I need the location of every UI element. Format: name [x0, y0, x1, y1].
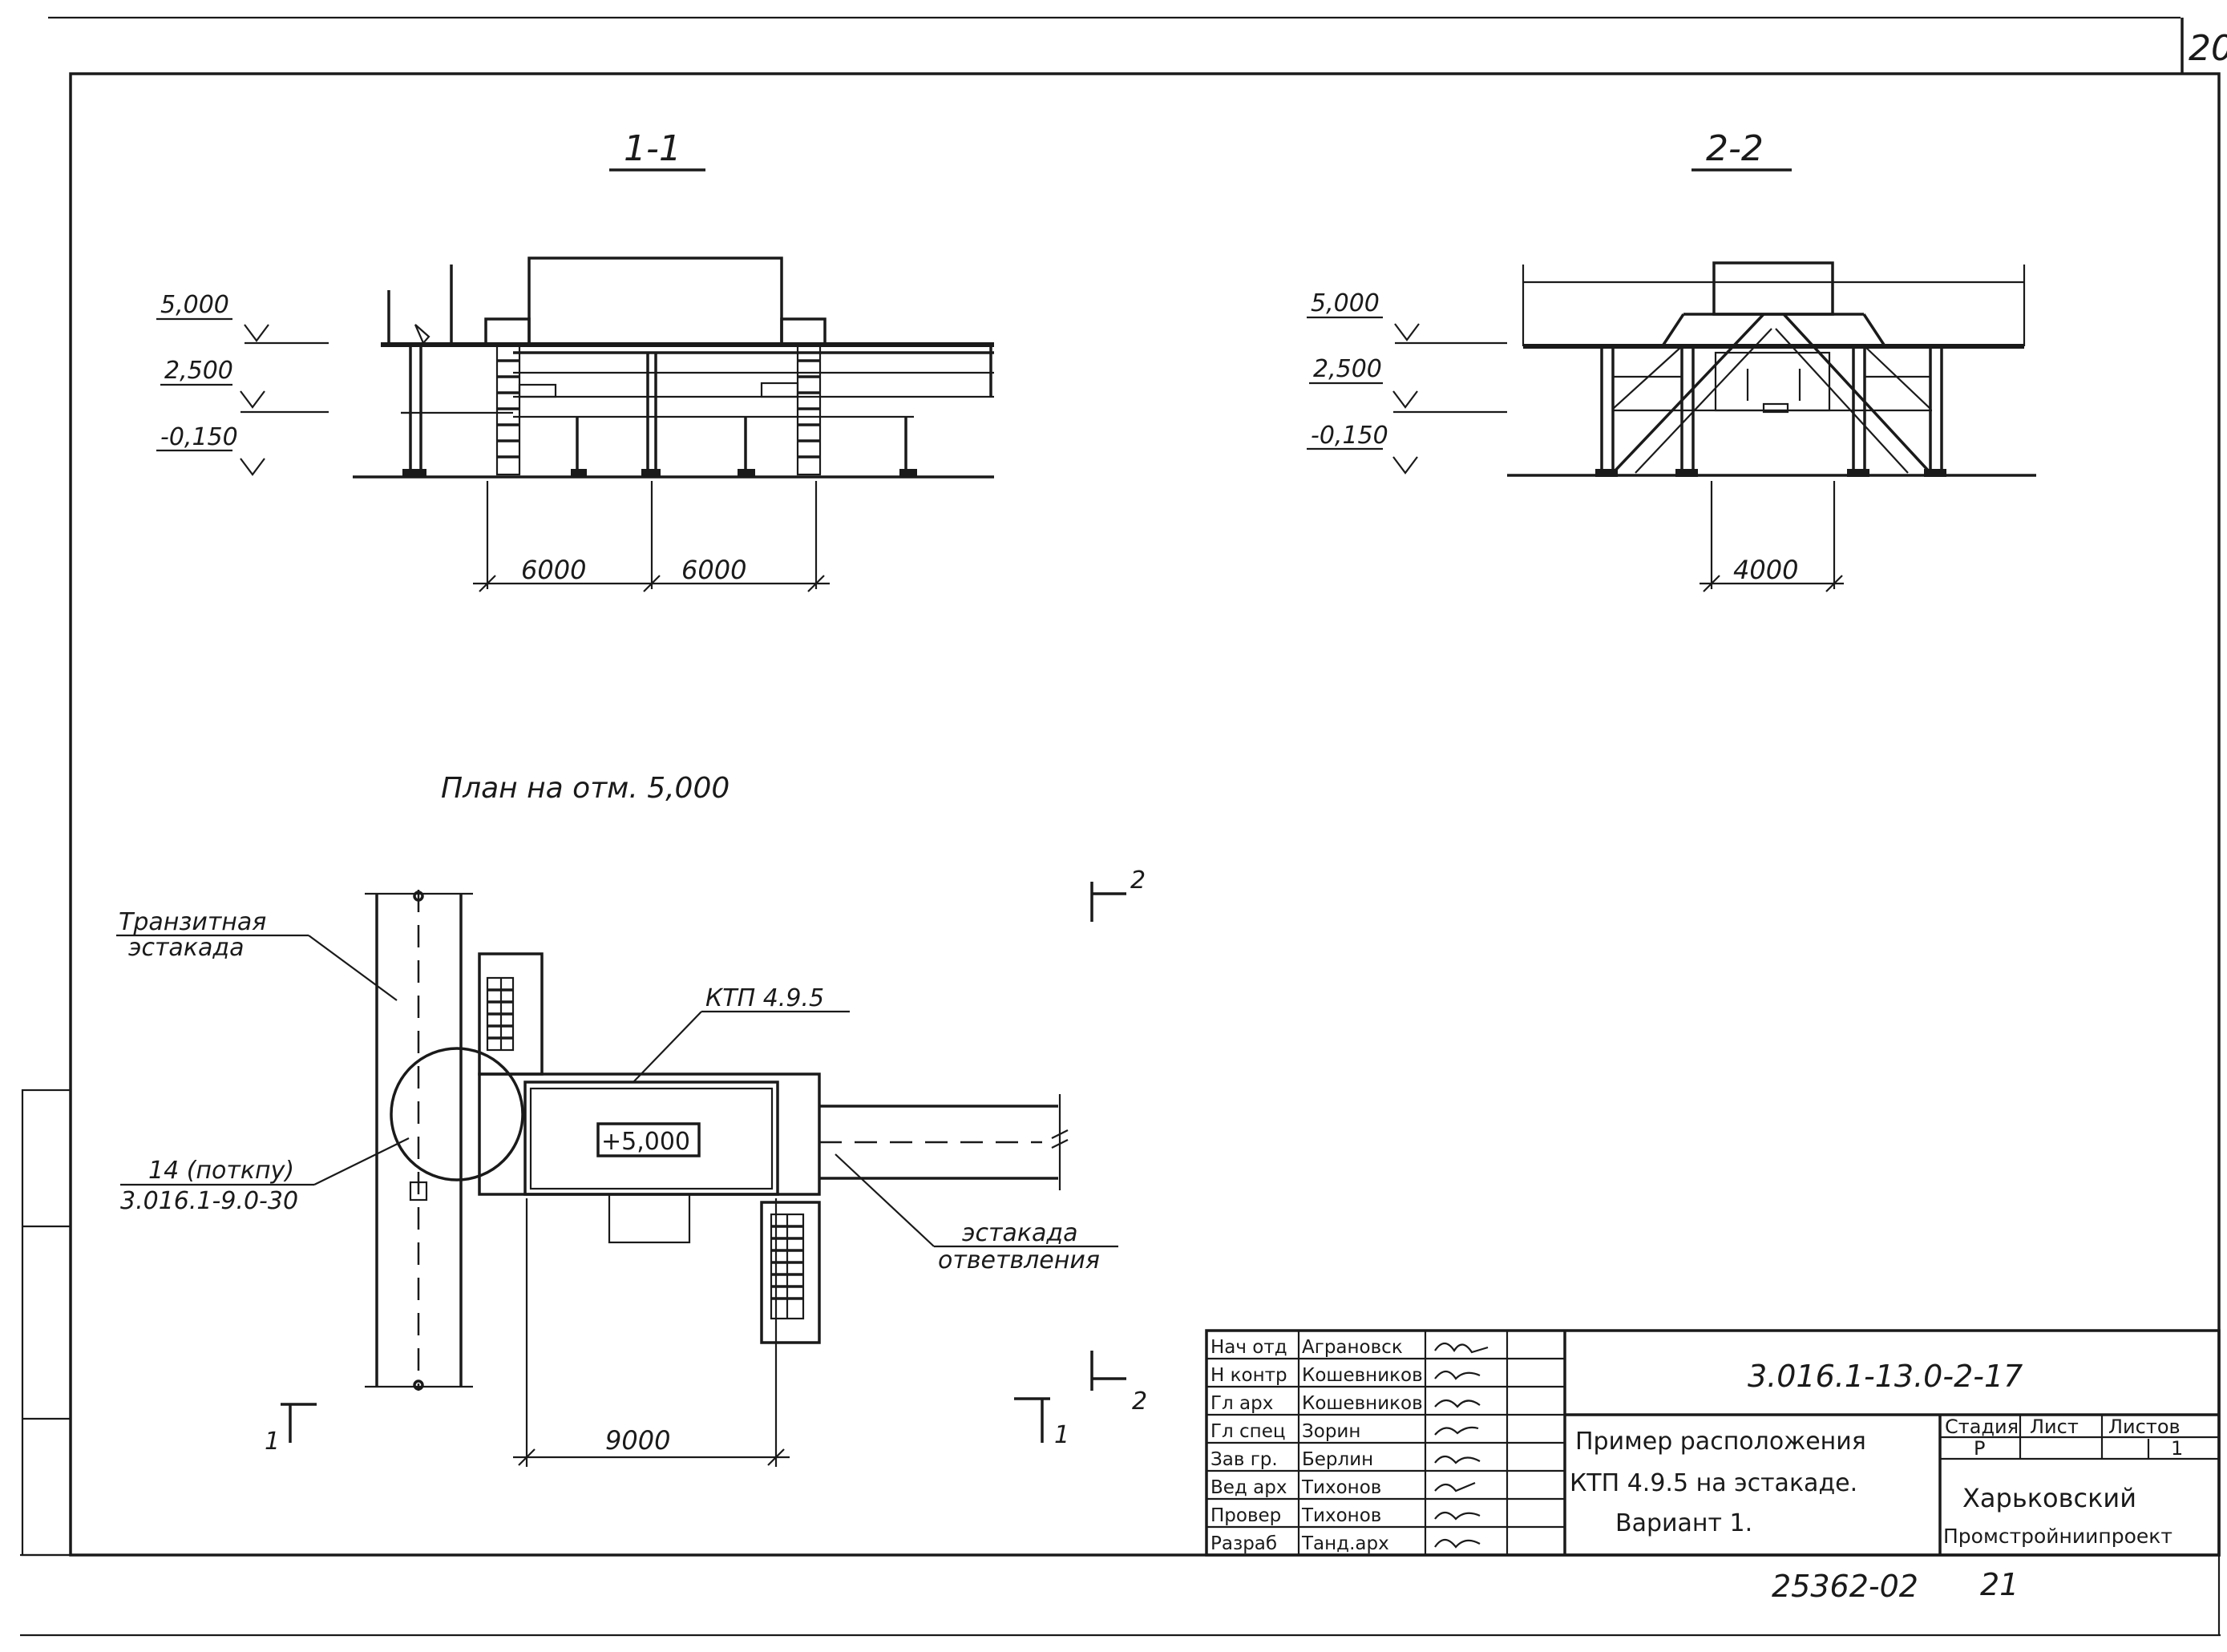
cut-label: 2: [1130, 866, 1146, 895]
cut-label: 1: [265, 1428, 280, 1456]
section-2-2: 2-2 5,000 2,500 -0,150: [1307, 128, 2036, 592]
stamp-name-1: Кошевников: [1302, 1365, 1423, 1386]
label-branch-overpass-1: эстакада: [962, 1219, 1077, 1247]
section-2-2-level-2500: 2,500: [1309, 355, 1507, 414]
organization-2: Промстройниипроект: [1943, 1525, 2172, 1548]
stamp-name-6: Тихонов: [1301, 1505, 1381, 1526]
page-number: 21: [1980, 1567, 2019, 1602]
section-1-1-dim-right: 6000: [681, 555, 746, 585]
cut-mark-1-left: 1: [265, 1403, 317, 1456]
cut-label: 2: [1132, 1387, 1147, 1416]
level-label: -0,150: [160, 423, 238, 451]
cut-mark-2-bottom: 2: [1090, 1351, 1147, 1416]
archive-number: 25362-02: [1772, 1569, 1918, 1604]
plan-dim-9000: 9000: [605, 1425, 670, 1456]
section-1-1: 1-1 5,000 2,500 -0,150: [156, 128, 994, 592]
stamp-val-sheets: 1: [2171, 1437, 2183, 1460]
stamp-role-4: Зав гр.: [1211, 1449, 1278, 1470]
plan-view: План на отм. 5,000 +5,000: [116, 772, 1147, 1467]
section-2-2-level-5000: 5,000: [1307, 289, 1507, 345]
plan-caption: План на отм. 5,000: [441, 772, 730, 805]
drawing-desc-1: Пример расположения: [1575, 1428, 1866, 1456]
section-1-1-level-2500: 2,500: [160, 357, 329, 414]
stamp-role-7: Разраб: [1211, 1533, 1277, 1554]
stamp-name-4: Берлин: [1302, 1449, 1373, 1470]
label-branch-overpass-2: ответвления: [938, 1246, 1100, 1274]
level-label: 2,500: [1313, 355, 1382, 383]
label-transit-overpass-2: эстакада: [128, 934, 244, 962]
level-label: -0,150: [1311, 422, 1388, 450]
section-2-2-dim: 4000: [1733, 555, 1798, 585]
level-label: 5,000: [160, 291, 229, 319]
cut-label: 1: [1054, 1421, 1069, 1449]
drawing-desc-2: КТП 4.9.5 на эстакаде.: [1570, 1469, 1857, 1497]
stamp-col-sheets: Листов: [2108, 1416, 2181, 1438]
organization-1: Харьковский: [1962, 1483, 2136, 1513]
stamp-role-5: Вед арх: [1211, 1477, 1287, 1498]
stamp-col-stage: Стадия: [1945, 1416, 2019, 1438]
stamp-role-0: Нач отд: [1211, 1337, 1287, 1358]
stamp-name-3: Зорин: [1302, 1421, 1360, 1442]
label-transit-overpass-1: Транзитная: [119, 908, 266, 936]
stamp-role-2: Гл арх: [1211, 1393, 1273, 1414]
stamp-role-6: Провер: [1211, 1505, 1281, 1526]
level-label: 2,500: [164, 357, 233, 385]
label-ktp: КТП 4.9.5: [705, 984, 824, 1012]
level-label: 5,000: [1311, 289, 1380, 317]
plan-mark-label: +5,000: [601, 1128, 690, 1156]
section-1-1-level-0150: -0,150: [156, 423, 265, 476]
sheet-frame: [20, 16, 2221, 1637]
stamp-val-stage: Р: [1974, 1437, 1985, 1460]
stamp-role-3: Гл спец: [1211, 1421, 1286, 1442]
cut-mark-1-right: 1: [1014, 1397, 1069, 1449]
section-2-2-title: 2-2: [1706, 128, 1764, 169]
label-ref-1: 14 (поткпу): [148, 1157, 294, 1185]
stamp-name-0: Аграновск: [1302, 1337, 1403, 1358]
stamp-name-5: Тихонов: [1301, 1477, 1381, 1498]
stamp-col-sheet: Лист: [2030, 1416, 2079, 1438]
section-1-1-title: 1-1: [624, 128, 681, 169]
cut-mark-2-top: 2: [1090, 866, 1146, 922]
section-1-1-dim-left: 6000: [521, 555, 586, 585]
stamp-role-1: Н контр: [1211, 1365, 1287, 1386]
sheet-number: 20: [2189, 28, 2227, 69]
drawing-code: 3.016.1-13.0-2-17: [1748, 1359, 2023, 1394]
drawing-desc-3: Вариант 1.: [1615, 1509, 1752, 1537]
section-2-2-level-0150: -0,150: [1307, 422, 1418, 475]
section-1-1-level-5000: 5,000: [156, 291, 329, 345]
stamp-name-2: Кошевников: [1302, 1393, 1423, 1414]
label-ref-2: 3.016.1-9.0-30: [120, 1187, 298, 1215]
stamp-name-7: Танд.арх: [1301, 1533, 1389, 1554]
title-block: [1205, 1329, 2221, 1557]
